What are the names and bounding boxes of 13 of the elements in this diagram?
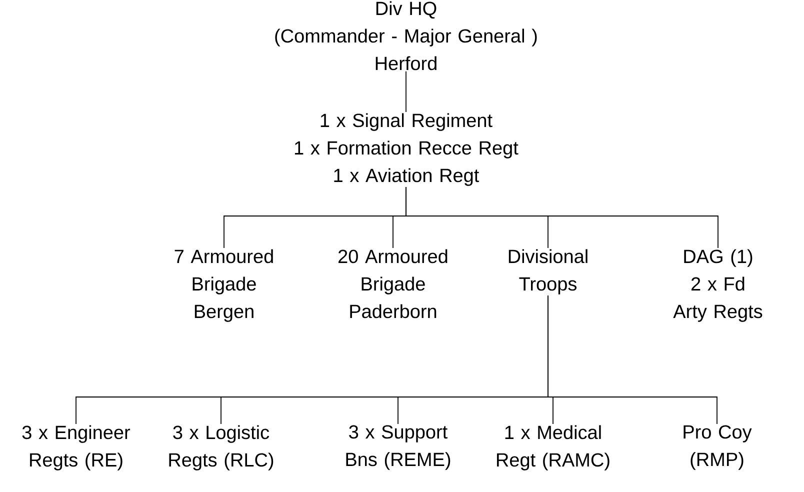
unit-text: Divisional Troops: [508, 249, 588, 294]
unit-text: 3 x Engineer Regts (RE): [22, 425, 130, 470]
unit-text: Div HQ (Commander - Major General ) Herford: [275, 1, 537, 70]
unit-text: 20 Armoured Brigade Paderborn: [338, 249, 448, 318]
unit-text: 3 x Logistic Regts (RLC): [169, 425, 274, 470]
unit-text: 7 Armoured Brigade Bergen: [174, 249, 273, 322]
unit-text: 1 x Medical Regt (RAMC): [497, 425, 610, 470]
unit-text: 3 x Support Bns (REME): [346, 425, 450, 470]
unit-text: Pro Coy (RMP): [684, 425, 752, 470]
unit-text: DAG (1) 2 x Fd Arty Regts: [673, 249, 762, 322]
connector-line: [406, 186, 718, 248]
unit-text: 1 x Signal Regiment 1 x Formation Recce Regt 1 x Aviation Regt: [295, 113, 518, 186]
connector-line: [548, 295, 718, 424]
